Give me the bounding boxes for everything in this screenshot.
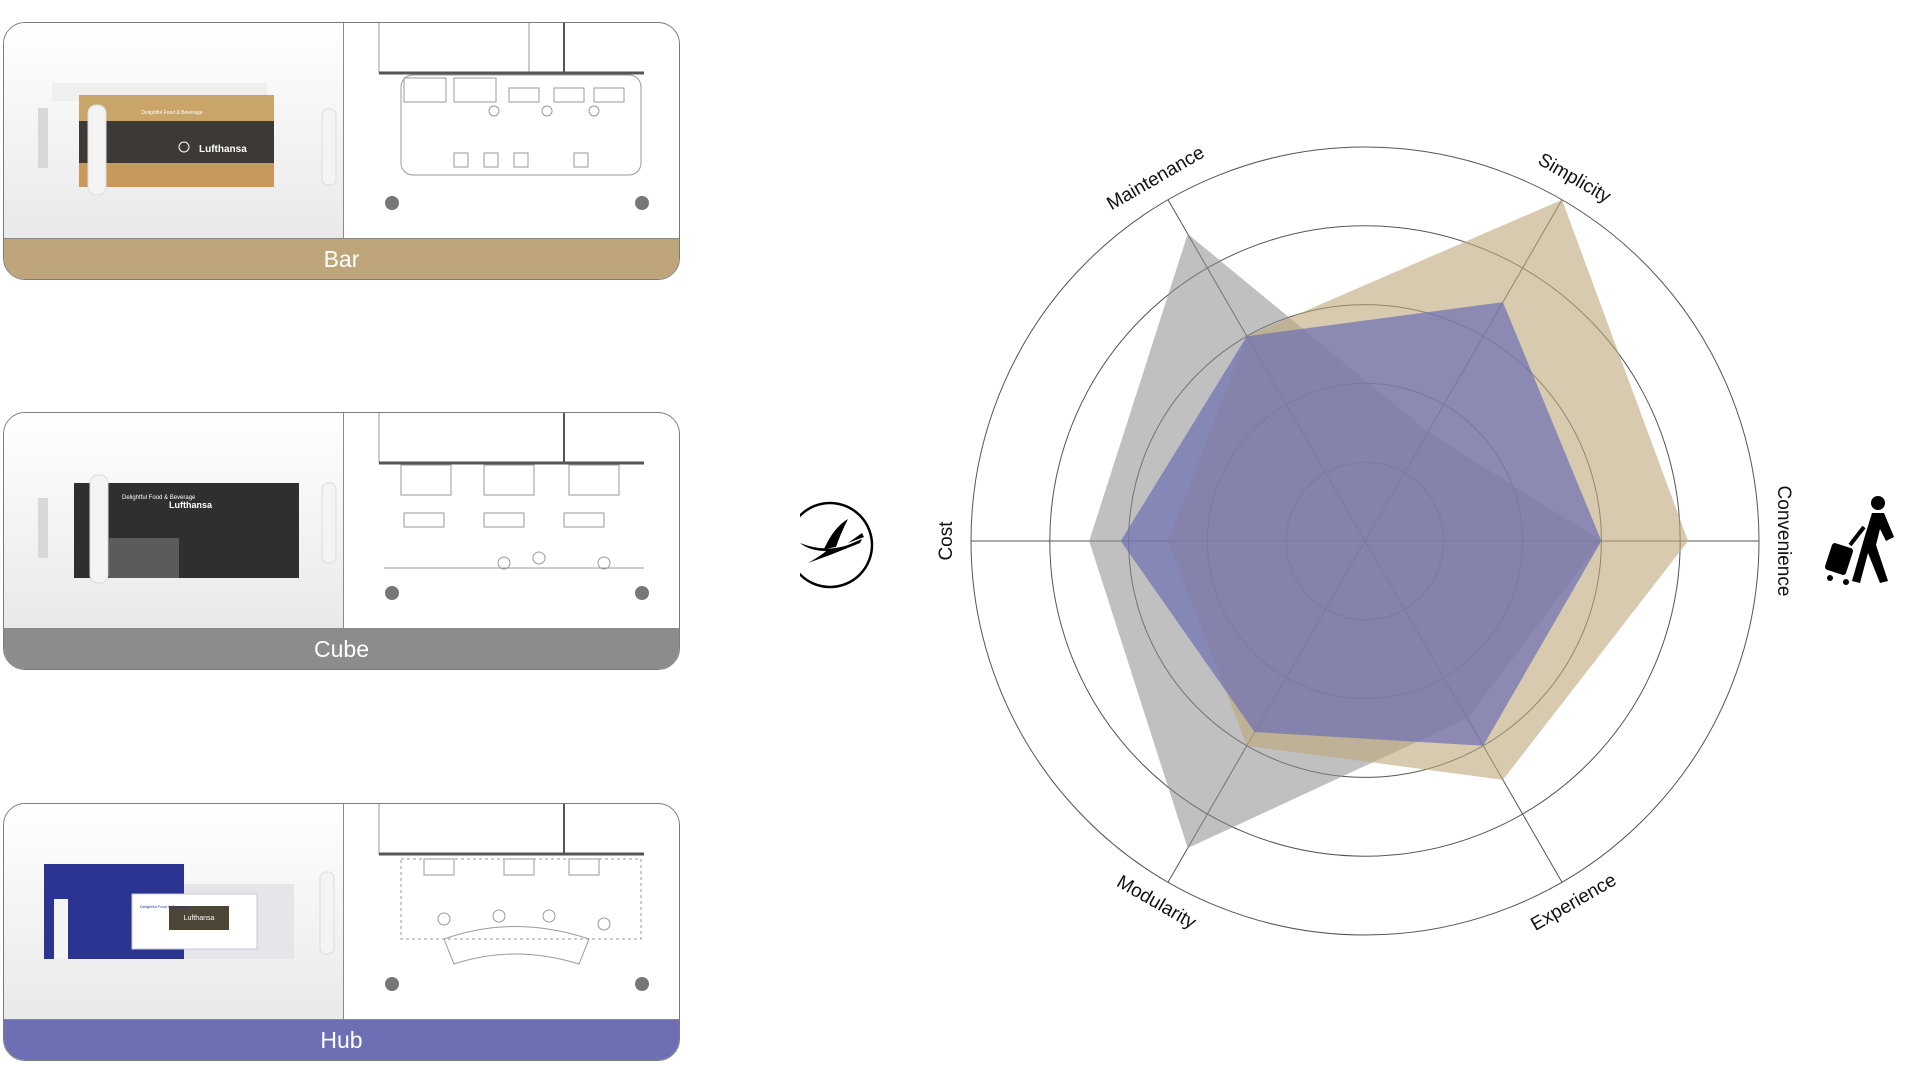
option-card-hub: Lufthansa Delightful Food & Beverage Hub <box>3 803 680 1061</box>
radar-axis-label-experience: Experience <box>1527 870 1620 936</box>
radar-series <box>1089 199 1689 849</box>
option-card-cube: Delightful Food & Beverage Lufthansa Cub… <box>3 412 680 670</box>
svg-text:Delightful Food & Beverage: Delightful Food & Beverage <box>122 495 196 501</box>
hub-floor-plan <box>378 804 649 991</box>
traveler-with-luggage-icon <box>1824 496 1894 585</box>
cube-floor-plan <box>378 413 649 600</box>
hub-render-image: Lufthansa Delightful Food & Beverage <box>4 804 343 1022</box>
svg-text:Lufthansa: Lufthansa <box>184 915 215 922</box>
card-label-hub: Hub <box>4 1019 679 1060</box>
bar-render-image: Delightful Food & Beverage Lufthansa <box>4 23 343 241</box>
cube-render-image: Delightful Food & Beverage Lufthansa <box>4 413 343 631</box>
card-divider <box>343 804 344 1022</box>
card-label-cube: Cube <box>4 628 679 669</box>
card-label-bar: Bar <box>4 238 679 279</box>
radar-axis-label-maintenance: Maintenance <box>1103 142 1208 215</box>
svg-text:Lufthansa: Lufthansa <box>169 500 213 510</box>
radar-axis-label-simplicity: Simplicity <box>1534 149 1614 208</box>
radar-series-polygon-3 <box>1120 302 1602 746</box>
bar-floor-plan <box>378 23 649 210</box>
card-divider <box>343 413 344 631</box>
card-divider <box>343 23 344 241</box>
radar-axis-label-modularity: Modularity <box>1113 872 1200 934</box>
option-card-bar: Delightful Food & Beverage Lufthansa Bar <box>3 22 680 280</box>
radar-chart: Convenience Simplicity MaintenanceCostModu… <box>800 142 1894 936</box>
svg-text:Delightful Food & Beverage: Delightful Food & Beverage <box>141 110 202 116</box>
radar-axis-label-cost: Cost <box>936 521 957 561</box>
svg-text:Lufthansa: Lufthansa <box>199 144 247 155</box>
radar-axis-label-convenience: Convenience <box>1773 486 1794 597</box>
svg-text:Delightful Food & Beverage: Delightful Food & Beverage <box>140 904 190 909</box>
lufthansa-crane-logo-icon <box>800 501 874 589</box>
